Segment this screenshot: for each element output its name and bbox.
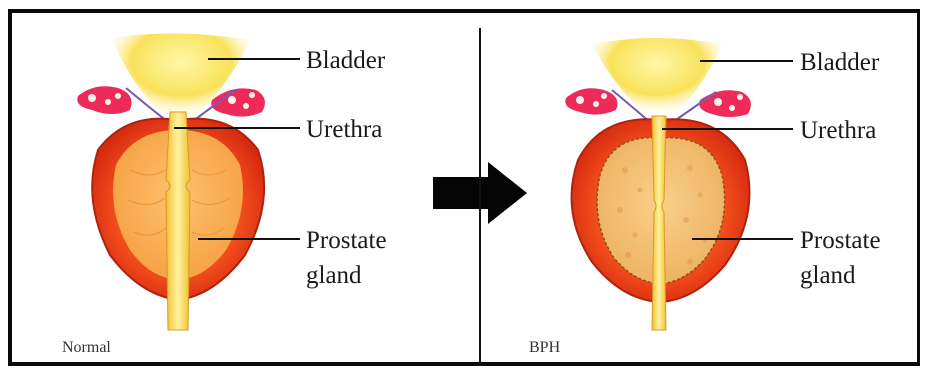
bph-prostate-label-line1: Prostate xyxy=(800,228,881,253)
normal-panel-caption: Normal xyxy=(62,340,111,356)
bph-bladder-leader xyxy=(700,60,793,62)
bph-panel-caption: BPH xyxy=(529,340,560,356)
normal-prostate-illustration xyxy=(77,33,265,330)
bph-prostate-label-line2: gland xyxy=(800,263,856,288)
bph-prostate-illustration xyxy=(565,38,751,330)
normal-bladder-label: Bladder xyxy=(306,48,385,73)
normal-urethra-label: Urethra xyxy=(306,117,382,142)
bph-bladder-label: Bladder xyxy=(800,50,879,75)
bph-urethra-label: Urethra xyxy=(800,118,876,143)
panel-divider xyxy=(479,28,481,366)
normal-prostate-leader xyxy=(198,238,300,240)
normal-prostate-label-line2: gland xyxy=(306,263,362,288)
normal-prostate-label-line1: Prostate xyxy=(306,228,387,253)
normal-urethra-shape xyxy=(166,112,190,330)
normal-bladder-leader xyxy=(208,58,300,60)
normal-urethra-leader xyxy=(174,127,300,129)
bph-narrowed-urethra-shape xyxy=(652,116,666,330)
bph-prostate-leader xyxy=(692,238,793,240)
bph-urethra-leader xyxy=(662,128,793,130)
